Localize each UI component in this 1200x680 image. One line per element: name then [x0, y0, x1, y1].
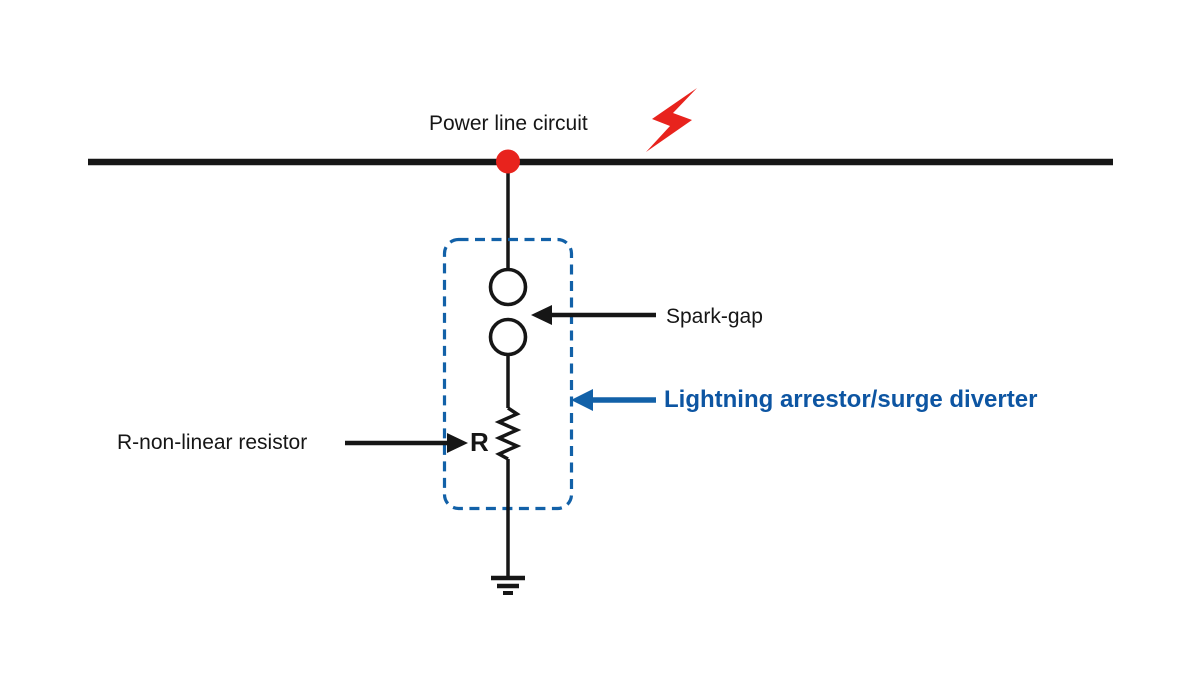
resistor-r-symbol: R	[470, 427, 489, 457]
lightning-bolt-icon	[646, 88, 697, 152]
arrestor-arrow	[571, 389, 656, 411]
spark-gap-electrode-bottom	[488, 317, 528, 357]
spark-gap-label: Spark-gap	[666, 305, 763, 328]
junction-dot	[496, 149, 520, 174]
resistor-zigzag	[494, 406, 522, 461]
spark-gap-electrode-top	[488, 267, 528, 307]
earth-ground-icon	[491, 575, 525, 595]
resistor-label: R-non-linear resistor	[117, 431, 308, 454]
power-line-label: Power line circuit	[429, 112, 588, 135]
arrestor-label: Lightning arrestor/surge diverter	[664, 386, 1038, 413]
resistor-arrow	[345, 433, 468, 453]
spark-gap-arrow	[531, 305, 656, 325]
